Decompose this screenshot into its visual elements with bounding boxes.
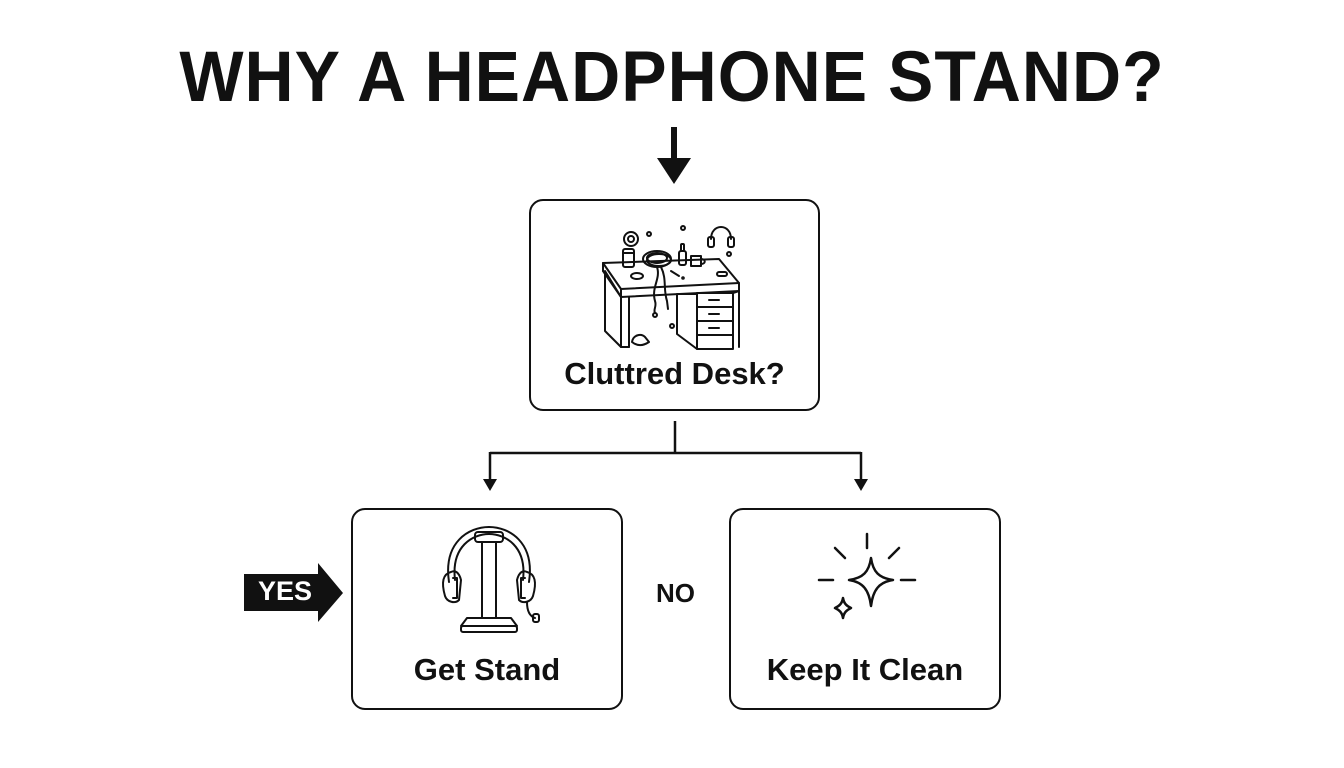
no-outcome-node: Keep It Clean (729, 508, 1001, 710)
yes-outcome-label: Get Stand (413, 652, 561, 687)
yes-arrow-icon (244, 563, 343, 622)
cluttered-desk-icon (602, 225, 740, 350)
question-node-cluttered-desk: Cluttred Desk? (529, 199, 820, 411)
sparkle-icon (817, 532, 917, 620)
no-outcome-label: Keep It Clean (766, 652, 964, 687)
headphone-stand-icon (442, 526, 540, 633)
yes-outcome-node: Get Stand (351, 508, 623, 710)
diagram-title: WHY A HEADPHONE STAND? (179, 37, 1165, 117)
no-branch-label: NO (656, 578, 695, 608)
yes-branch-label: YES (258, 576, 313, 606)
question-label: Cluttred Desk? (564, 356, 785, 391)
